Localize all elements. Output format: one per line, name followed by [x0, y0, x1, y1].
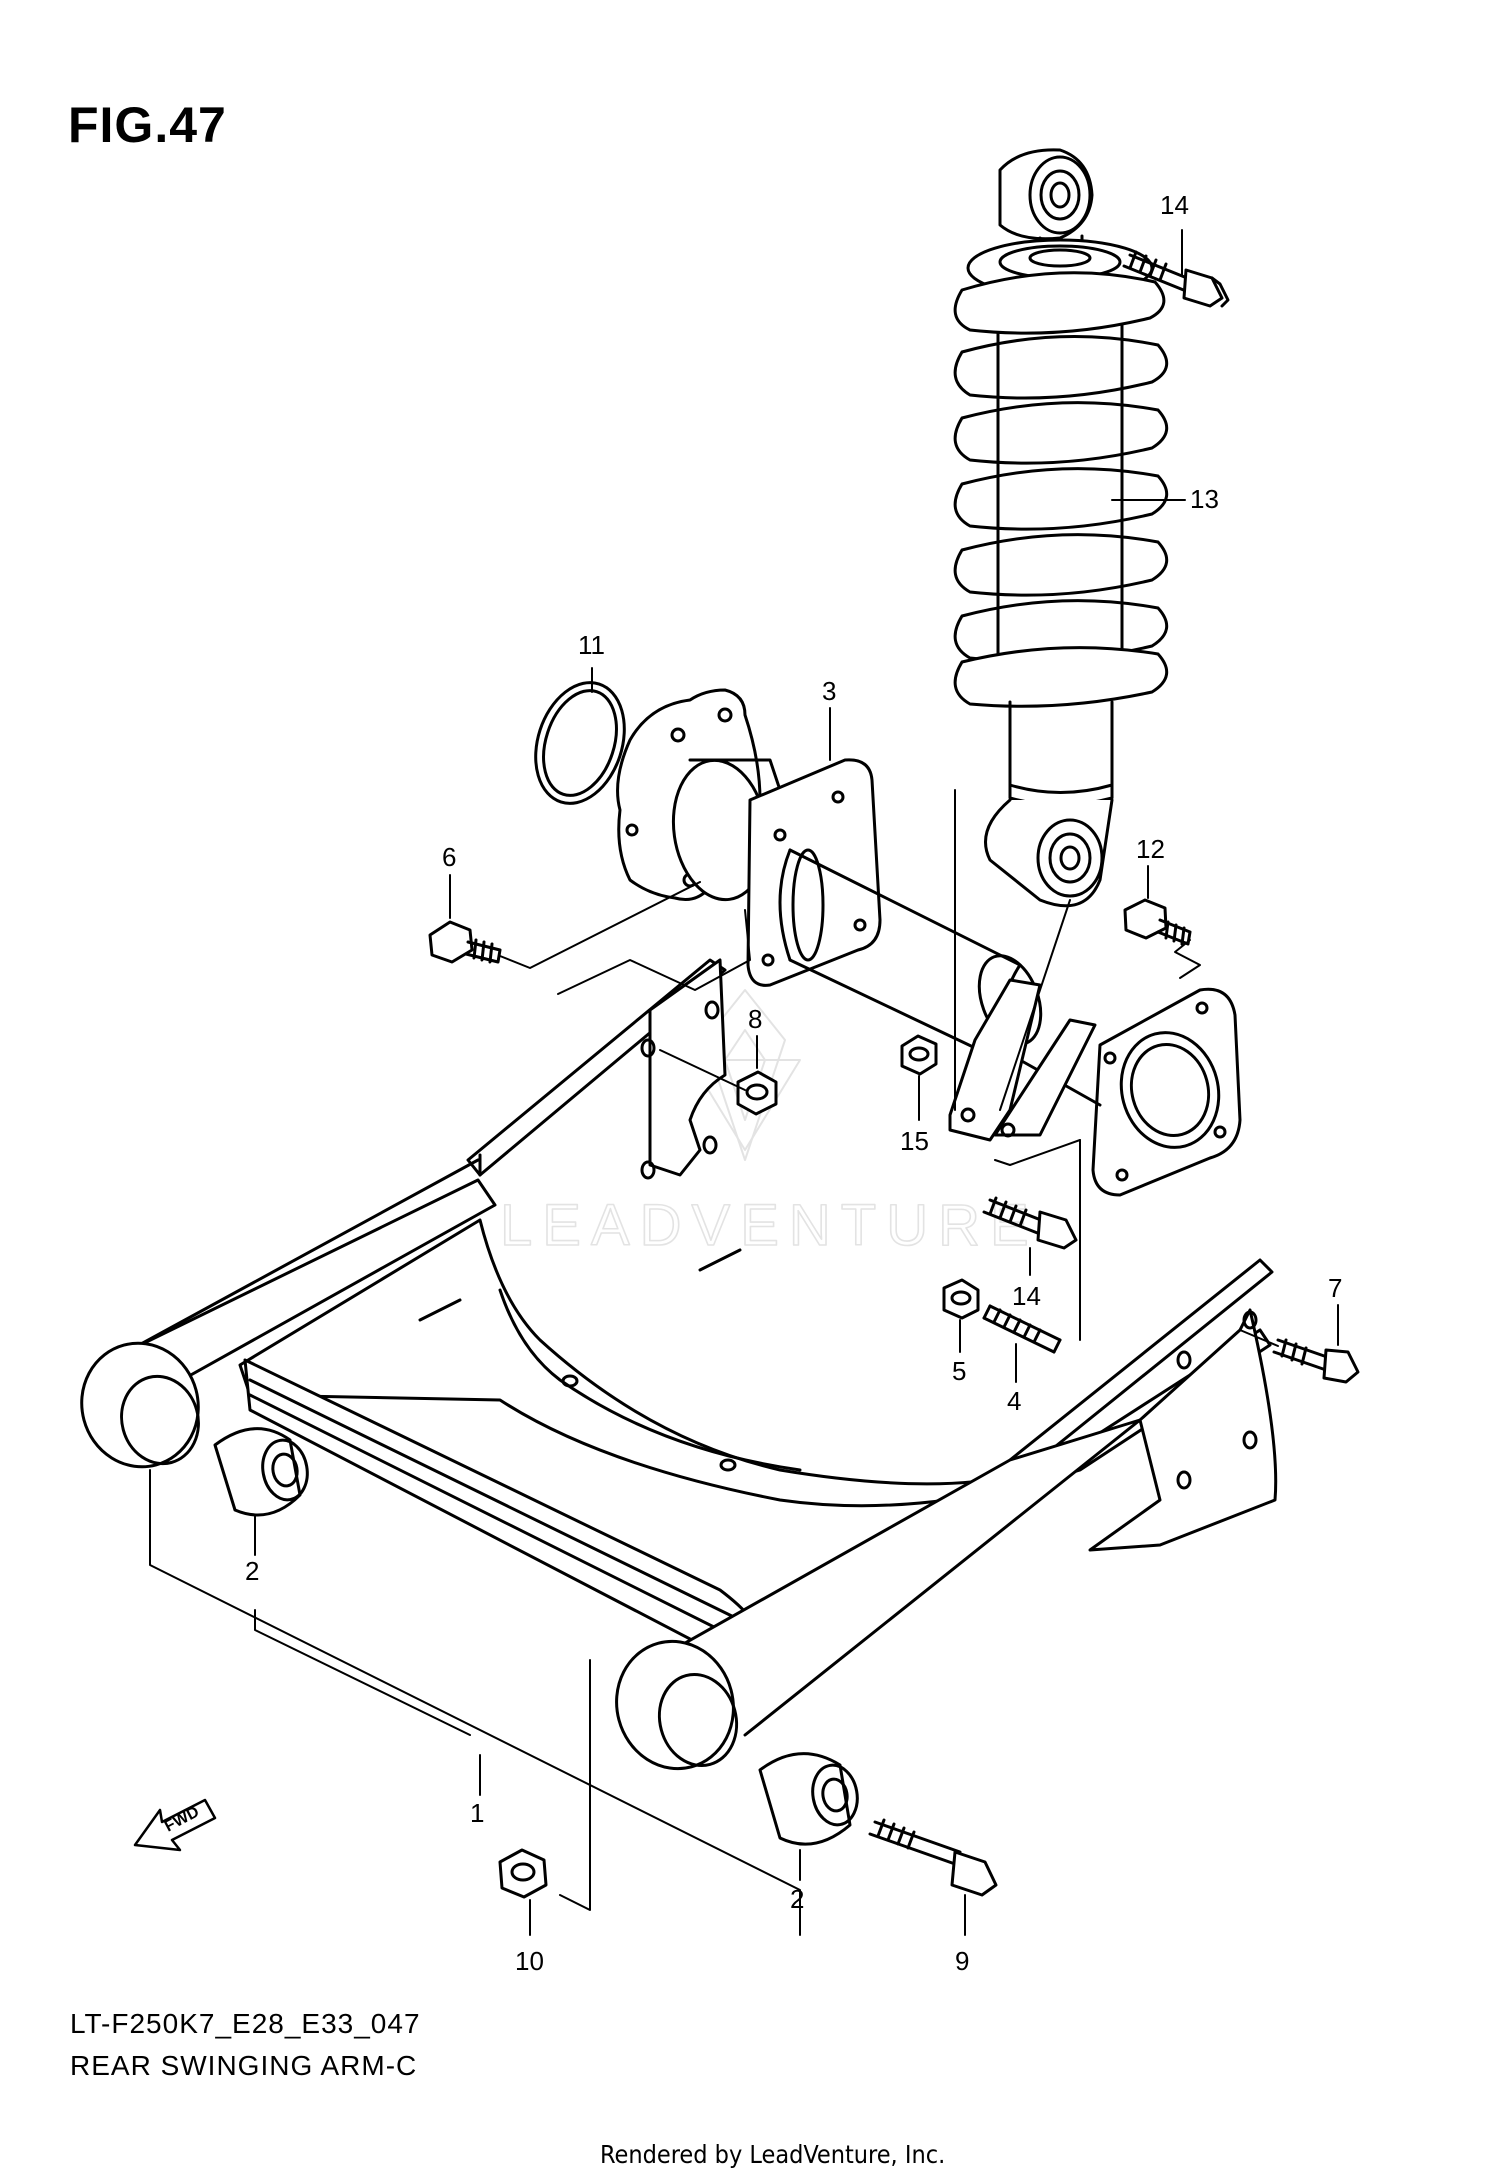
part-4-stud: [982, 1304, 1062, 1354]
part-10-nut: [498, 1848, 548, 1899]
callout-14-top: 14: [1160, 190, 1189, 220]
part-14-bolt-top: [1122, 250, 1230, 308]
figure-title: FIG.47: [68, 97, 227, 153]
callout-13: 13: [1190, 484, 1219, 514]
callout-6: 6: [442, 842, 456, 872]
callout-15: 15: [900, 1126, 929, 1156]
callout-3: 3: [822, 676, 836, 706]
callout-9: 9: [955, 1946, 969, 1976]
callout-12: 12: [1136, 834, 1165, 864]
callout-2-left: 2: [245, 1556, 259, 1586]
model-code: LT-F250K7_E28_E33_047: [70, 2008, 421, 2039]
part-14-bolt-middle: [982, 1196, 1078, 1250]
part-9-bolt: [868, 1818, 998, 1897]
part-15-nut: [900, 1034, 938, 1076]
callout-10: 10: [515, 1946, 544, 1976]
part-2-bushing-left: [213, 1427, 309, 1517]
callout-2-right: 2: [790, 1884, 804, 1914]
part-8-nut: [736, 1070, 778, 1116]
callout-1: 1: [470, 1798, 484, 1828]
callout-5: 5: [952, 1356, 966, 1386]
figure-caption: REAR SWINGING ARM-C: [70, 2050, 418, 2081]
callout-11: 11: [578, 630, 605, 660]
part-5-nut: [942, 1278, 980, 1320]
watermark-text: LEADVENTURE: [500, 1193, 1039, 1258]
part-13-shock-absorber: [953, 148, 1169, 908]
fwd-arrow: FWD: [133, 1798, 217, 1852]
callouts: 14 13 11 3 6 12 8 15 14 7 5 4 2 1 2 10 9: [245, 190, 1342, 1976]
assembly-lines: [149, 229, 1339, 1936]
callout-4: 4: [1007, 1386, 1021, 1416]
part-7-bolt: [1272, 1338, 1360, 1384]
part-11-o-ring: [534, 681, 626, 805]
part-2-bushing-right: [758, 1752, 859, 1846]
callout-8: 8: [748, 1004, 762, 1034]
part-1-swinging-arm: [80, 958, 1278, 1771]
part-3-bearing-housing: [616, 688, 1242, 1197]
watermark: LEADVENTURE: [499, 989, 1039, 1259]
part-12-bolt: [1123, 898, 1192, 946]
callout-7: 7: [1328, 1273, 1342, 1303]
callout-14-middle: 14: [1012, 1281, 1041, 1311]
part-6-bolt: [428, 920, 502, 964]
render-credit: Rendered by LeadVenture, Inc.: [600, 2140, 946, 2169]
